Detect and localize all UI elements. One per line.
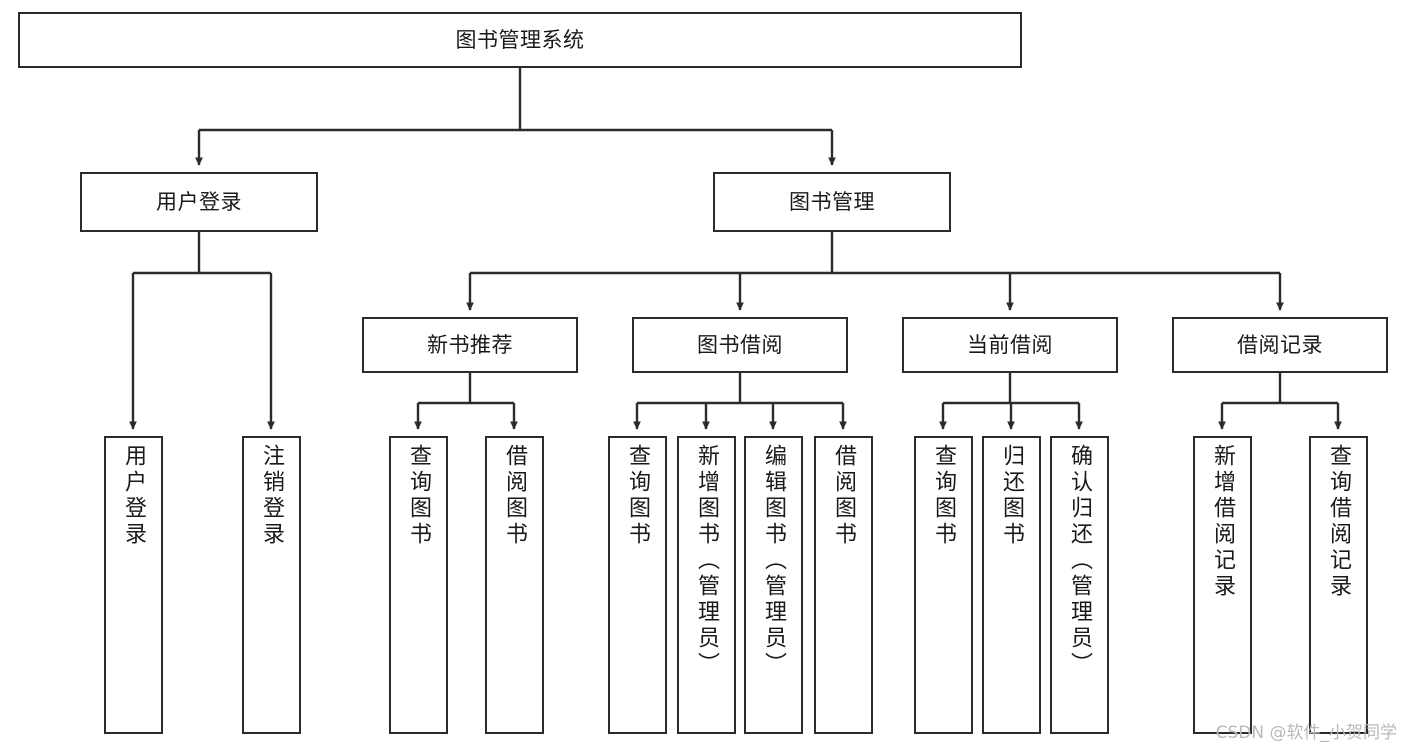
node-leaf-add-record[interactable]: 新增借阅记录 (1193, 436, 1252, 734)
node-leaf-add-book[interactable]: 新增图书（管理员） (677, 436, 736, 734)
node-leaf-query-book-1[interactable]: 查询图书 (389, 436, 448, 734)
node-leaf-borrow-book-2[interactable]: 借阅图书 (814, 436, 873, 734)
node-book-borrow-label: 图书借阅 (697, 332, 783, 357)
node-leaf-return-book[interactable]: 归还图书 (982, 436, 1041, 734)
node-current-borrow[interactable]: 当前借阅 (902, 317, 1118, 373)
node-new-book-rec-label: 新书推荐 (427, 332, 513, 357)
watermark: CSDN @软件_小贺同学 (1215, 723, 1397, 743)
node-leaf-logout-login[interactable]: 注销登录 (242, 436, 301, 734)
node-leaf-logout-login-label: 注销登录 (259, 444, 285, 548)
node-leaf-user-login[interactable]: 用户登录 (104, 436, 163, 734)
node-leaf-query-book-2[interactable]: 查询图书 (608, 436, 667, 734)
node-leaf-add-book-label: 新增图书（管理员） (694, 444, 720, 678)
node-user-login-label: 用户登录 (156, 189, 242, 214)
node-book-manage-label: 图书管理 (789, 189, 875, 214)
node-borrow-record[interactable]: 借阅记录 (1172, 317, 1388, 373)
node-leaf-borrow-book-1[interactable]: 借阅图书 (485, 436, 544, 734)
node-leaf-edit-book-label: 编辑图书（管理员） (761, 444, 787, 678)
node-book-borrow[interactable]: 图书借阅 (632, 317, 848, 373)
node-leaf-query-book-3[interactable]: 查询图书 (914, 436, 973, 734)
node-leaf-query-book-2-label: 查询图书 (625, 444, 651, 548)
node-book-manage[interactable]: 图书管理 (713, 172, 951, 232)
node-leaf-query-record[interactable]: 查询借阅记录 (1309, 436, 1368, 734)
node-new-book-rec[interactable]: 新书推荐 (362, 317, 578, 373)
node-root-label: 图书管理系统 (455, 27, 585, 52)
node-user-login[interactable]: 用户登录 (80, 172, 318, 232)
node-leaf-borrow-book-1-label: 借阅图书 (502, 444, 528, 548)
node-leaf-query-book-3-label: 查询图书 (931, 444, 957, 548)
node-leaf-edit-book[interactable]: 编辑图书（管理员） (744, 436, 803, 734)
node-leaf-confirm-return[interactable]: 确认归还（管理员） (1050, 436, 1109, 734)
node-leaf-query-record-label: 查询借阅记录 (1326, 444, 1352, 600)
node-leaf-borrow-book-2-label: 借阅图书 (831, 444, 857, 548)
node-leaf-add-record-label: 新增借阅记录 (1210, 444, 1236, 600)
node-leaf-query-book-1-label: 查询图书 (406, 444, 432, 548)
node-leaf-return-book-label: 归还图书 (999, 444, 1025, 548)
node-root[interactable]: 图书管理系统 (18, 12, 1022, 68)
node-leaf-user-login-label: 用户登录 (121, 444, 147, 548)
node-current-borrow-label: 当前借阅 (967, 332, 1053, 357)
node-leaf-confirm-return-label: 确认归还（管理员） (1067, 444, 1093, 678)
node-borrow-record-label: 借阅记录 (1237, 332, 1323, 357)
